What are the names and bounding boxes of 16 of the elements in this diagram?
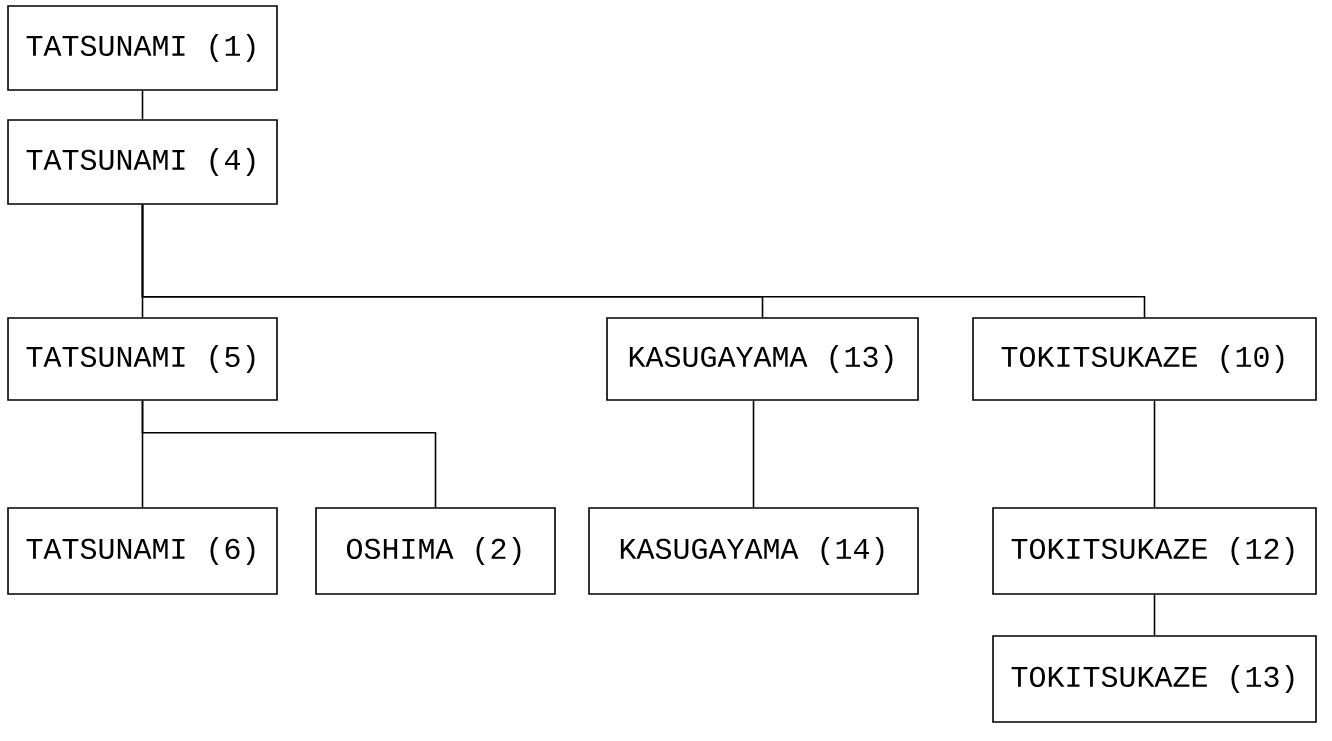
name-box: KASUGAYAMA (13) [606,317,919,401]
name-box: TOKITSUKAZE (12) [992,507,1317,595]
connector-line [141,204,1146,318]
name-box: TATSUNAMI (6) [7,507,278,595]
connector-line [752,400,755,508]
name-box: KASUGAYAMA (14) [588,507,919,595]
name-box: TATSUNAMI (4) [7,119,278,205]
name-box: OSHIMA (2) [315,507,556,595]
name-box: TATSUNAMI (1) [7,5,278,91]
connector-line [1153,594,1156,636]
name-box: TATSUNAMI (5) [7,317,278,401]
connector-line [141,90,144,120]
name-box: TOKITSUKAZE (13) [992,635,1317,723]
connector-line [1153,400,1156,508]
name-box: TOKITSUKAZE (10) [972,317,1317,401]
connector-line [141,400,437,508]
